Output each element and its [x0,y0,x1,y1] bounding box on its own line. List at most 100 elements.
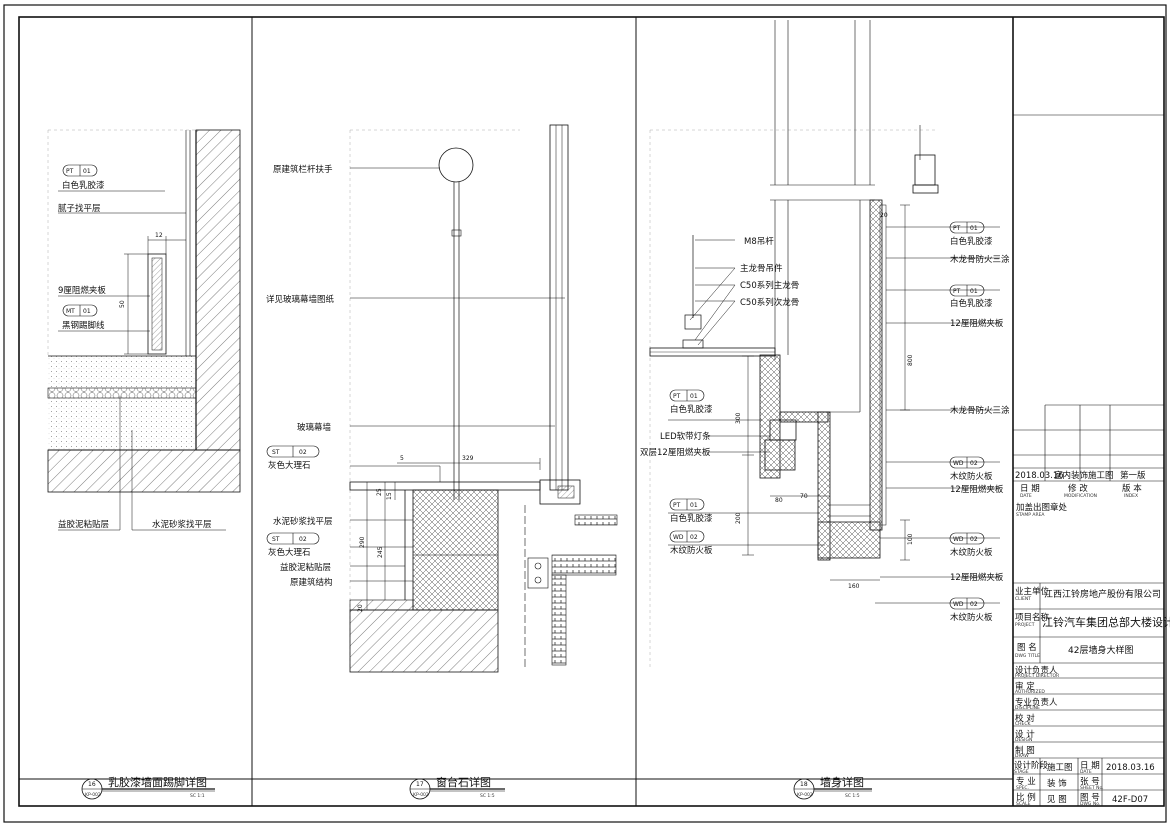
label-r-fire2: 木龙骨防火三涂 [950,405,1010,416]
label-grey-marble-2: 灰色大理石 [268,547,311,558]
label-pt-a: 白色乳胶漆 [670,404,713,415]
detail-title-1: 16 KP-002 乳胶漆墙面踢脚详图 SC 1:1 [81,775,215,800]
dim-300: 300 [735,412,742,424]
label-c50-main: C50系列主龙骨 [740,280,799,291]
r-pt2-num: 01 [970,288,978,295]
spec-label-en: SPEC. [1016,785,1029,791]
discipline-label-en: DISCIPLINE [1015,705,1040,711]
rev-date: 2018.03.16 [1015,471,1064,481]
pt-b-code: PT [673,502,681,509]
label-r-board3: 12厘阻燃夹板 [950,572,1004,583]
st1-num: 02 [299,449,307,456]
r-wd1-num: 02 [970,460,978,467]
label-double-board: 双层12厘阻燃夹板 [640,447,711,458]
draw-label: 制 图 [1015,745,1035,756]
label-adhesive-2: 益胶泥粘贴层 [280,562,331,573]
dim-329: 329 [462,455,474,462]
r-pt1-code: PT [953,225,961,232]
detail-num-1: 16 [88,781,96,788]
check-label: 校 对 [1015,713,1035,724]
spec-value: 装 饰 [1047,778,1067,789]
label-glass-ref: 详见玻璃幕墙图纸 [266,294,335,305]
label-putty: 腻子找平层 [58,203,101,214]
director-label: 设计负责人 [1015,665,1058,676]
detail-title-3: 18 KP-002 墙身详图 SC 1:5 [793,775,872,800]
detail-num-3: 18 [800,781,808,788]
stamp-area-en: STAMP AREA [1016,512,1045,518]
draw-label-en: DRAW [1015,753,1029,759]
detail-wall-section: M8吊杆 主龙骨吊件 C50系列主龙骨 C50系列次龙骨 PT 01 白色乳胶漆… [640,20,1010,670]
detail-scale-2: SC 1:5 [480,793,495,799]
date-label: 日 期 [1080,761,1100,771]
detail-title-text-1: 乳胶漆墙面踢脚详图 [108,775,207,789]
detail-windowsill: 原建筑栏杆扶手 详见玻璃幕墙图纸 玻璃幕墙 ST 02 灰色大理石 水泥砂浆找平… [266,124,618,673]
project-label: 项目名称 [1015,612,1050,623]
check-label-en: CHECK [1015,721,1032,727]
label-r-pt1: 白色乳胶漆 [950,236,993,247]
dim-100: 100 [907,533,914,545]
label-wd-a: 木纹防火板 [670,545,713,556]
pt-code: PT [66,168,74,175]
pt-num: 01 [83,168,91,175]
sheet-label-en: SHEET No. [1080,785,1104,791]
rev-version: 第一版 [1120,470,1146,481]
dwgno-label: 图 号 [1080,793,1100,803]
label-m8-rod: M8吊杆 [744,236,774,247]
r-wd3-code: WD [953,601,964,608]
client-value: 江西江铃房地产股份有限公司 [1044,588,1161,600]
scale-label: 比 例 [1016,792,1036,803]
dim-12: 12 [155,232,163,239]
dwg-label-en: DWG TITLE [1015,653,1040,659]
title-block: 2018.03.16 室内装饰施工图 第一版 日 期 DATE 修 改 MODI… [1013,114,1170,807]
detail-num-2: 17 [416,781,424,788]
dim-5: 5 [400,455,404,462]
detail-title-text-2: 窗台石详图 [436,775,491,789]
dim-25: 25 [376,488,383,496]
label-structure: 原建筑结构 [290,577,333,588]
approve-label: 审 定 [1015,681,1035,692]
stamp-area: 加盖出图章处 [1016,502,1068,513]
wd-a-num: 02 [690,534,698,541]
dwg-value: 42层墙身大样图 [1068,644,1133,656]
label-r-board2: 12厘阻燃夹板 [950,484,1004,495]
label-fireboard: 9厘阻燃夹板 [58,285,106,296]
st2-num: 02 [299,536,307,543]
scale-label-en: SCALE [1016,801,1031,807]
r-wd2-num: 02 [970,536,978,543]
detail-ref-1: KP-002 [85,792,101,798]
hdr-ver-en: INDEX [1124,493,1138,499]
hdr-ver: 版 本 [1122,483,1142,494]
dim-200: 200 [735,512,742,524]
label-grey-marble-1: 灰色大理石 [268,460,311,471]
sheet-frame [3,4,1167,823]
pt-b-num: 01 [690,502,698,509]
dim-50: 50 [119,300,126,308]
project-label-en: PROJECT [1015,622,1035,628]
stage-value: 施工图 [1047,762,1073,773]
detail-ref-2: KP-002 [413,792,429,798]
dwgno-value: 42F-D07 [1112,795,1148,805]
hdr-mod: 修 改 [1068,483,1088,494]
label-r-wd1: 木纹防火板 [950,471,993,482]
label-mortar: 水泥砂浆找平层 [152,519,212,530]
design-label-en: DESIGN [1015,737,1032,743]
dim-20: 20 [357,604,364,612]
stage-label-en: STAGE [1014,769,1029,775]
dim-800: 800 [907,354,914,366]
detail-ref-3: KP-002 [797,792,813,798]
label-r-board1: 12厘阻燃夹板 [950,318,1004,329]
mt-code: MT [66,308,75,315]
detail-baseboard: PT 01 白色乳胶漆 腻子找平层 9厘阻燃夹板 MT 01 黑钢踢脚线 益胶泥… [47,129,241,531]
r-wd3-num: 02 [970,601,978,608]
date-label-en: DATE [1080,769,1092,775]
label-black-steel: 黑钢踢脚线 [62,320,105,331]
r-pt2-code: PT [953,288,961,295]
label-handrail: 原建筑栏杆扶手 [273,164,333,175]
label-r-fire1: 木龙骨防火三涂 [950,254,1010,265]
label-c50-sub: C50系列次龙骨 [740,297,799,308]
r-wd1-code: WD [953,460,964,467]
pt-a-num: 01 [690,393,698,400]
dim-245: 245 [377,546,384,558]
detail-title-text-3: 墙身详图 [820,775,864,789]
